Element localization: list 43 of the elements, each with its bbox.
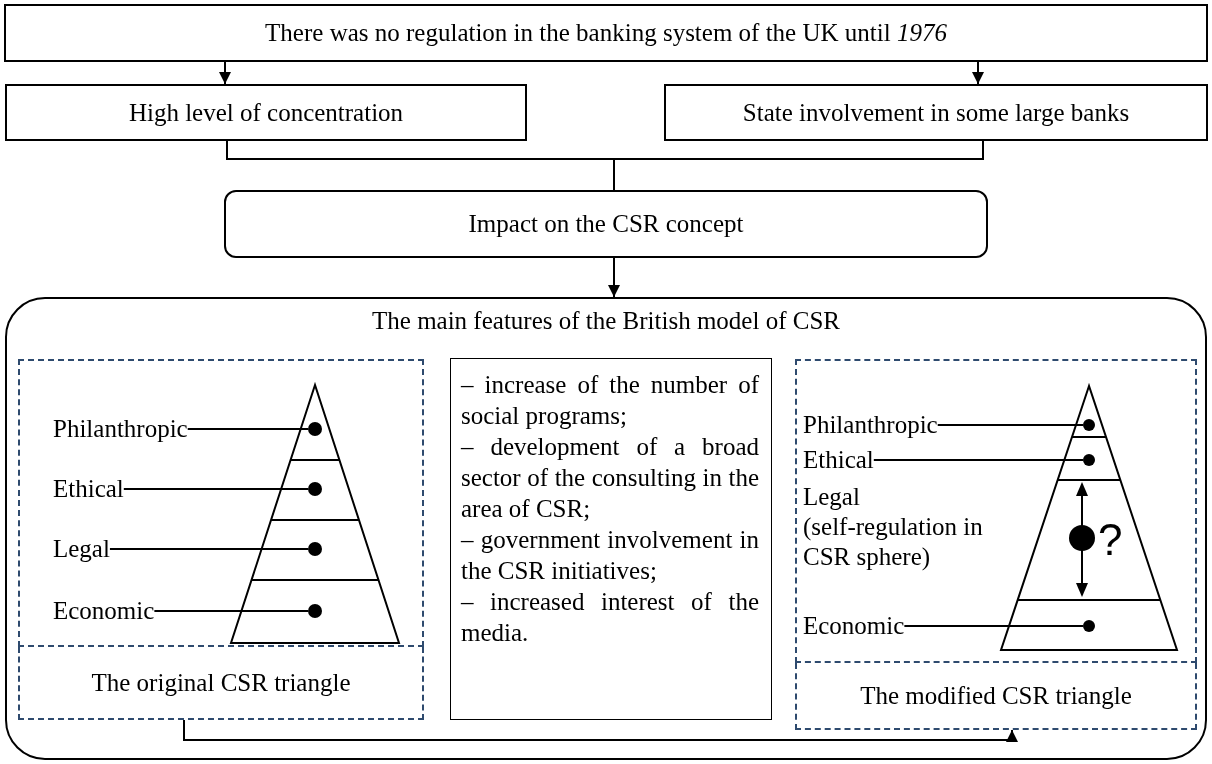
process-box: High level of concentration: [5, 84, 527, 141]
list-item: – increased interest of the media.: [461, 587, 759, 648]
question-mark: ?: [1098, 517, 1123, 563]
layer-label: Ethical: [53, 475, 124, 503]
caption-box: The modified CSR triangle: [795, 663, 1197, 730]
rounded-panel: [5, 297, 1207, 760]
caption-box: The original CSR triangle: [18, 647, 424, 720]
layer-label: Economic: [803, 612, 905, 640]
dot-marker: [1083, 620, 1095, 632]
arrow: [608, 257, 620, 298]
rounded-box: Impact on the CSR concept: [224, 190, 988, 258]
leader-line: [186, 428, 309, 430]
layer-label: Legal: [53, 535, 110, 563]
list-box: [450, 358, 772, 720]
leader-line: [872, 459, 1084, 461]
layer-label: Economic: [53, 597, 155, 625]
dashed-panel: [795, 359, 1197, 663]
leader-line: [153, 610, 309, 612]
leader-line: [903, 625, 1084, 627]
layer-label: Philanthropic: [803, 411, 938, 439]
layer-label: Legal: [803, 482, 860, 512]
process-box: State involvement in some large banks: [664, 84, 1208, 141]
leader-line: [936, 424, 1084, 426]
dot-marker: [1083, 419, 1095, 431]
arrow: [183, 719, 1018, 742]
dot-marker: [308, 604, 322, 618]
layer-label: Ethical: [803, 446, 874, 474]
leader-line: [122, 488, 309, 490]
dot-marker: [308, 542, 322, 556]
layer-note: (self-regulation in CSR sphere): [803, 512, 984, 572]
layer-label: Philanthropic: [53, 415, 188, 443]
list-item: – development of a broad sector of the consulting in the area of CSR;: [461, 432, 759, 524]
process-box: There was no regulation in the banking system of the UK until 1976: [4, 4, 1208, 62]
dot-marker: [308, 482, 322, 496]
list-item: – increase of the number of social programs;: [461, 370, 759, 431]
dot-marker: [1083, 454, 1095, 466]
leader-line: [108, 548, 309, 550]
list-item: – government involvement in the CSR initiatives;: [461, 525, 759, 586]
panel-heading: The main features of the British model of CSR: [371, 307, 841, 335]
arrow: [219, 61, 231, 85]
dashed-panel: [18, 359, 424, 647]
arrow: [972, 61, 984, 85]
dot-marker: [308, 422, 322, 436]
